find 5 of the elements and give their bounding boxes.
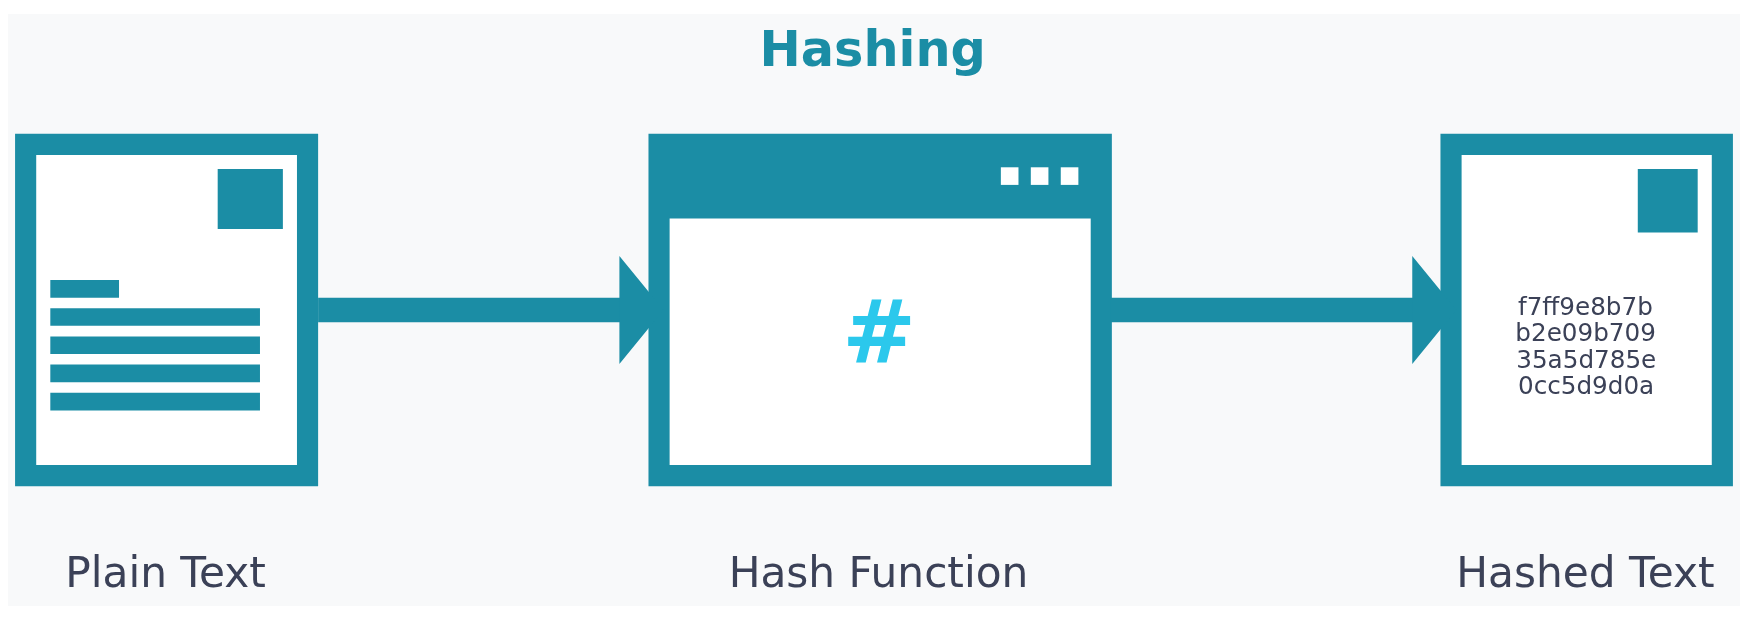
node-label: Hash Function: [728, 547, 1029, 597]
node-label: Plain Text: [65, 547, 266, 597]
diagram-title: Hashing: [759, 19, 986, 78]
node-label: Hashed Text: [1456, 547, 1715, 597]
node-box: #: [648, 133, 1112, 487]
